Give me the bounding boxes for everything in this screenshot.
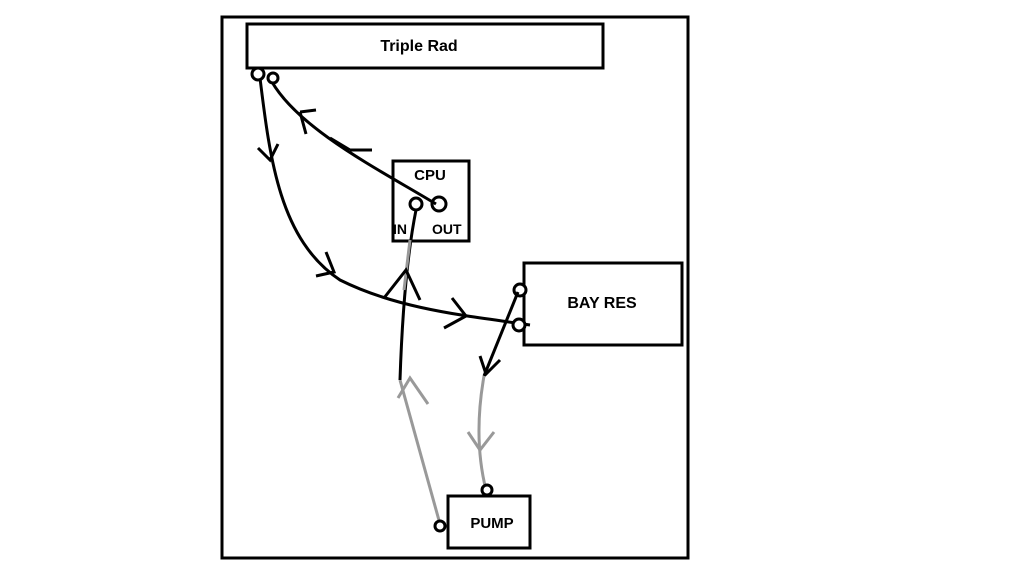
tube-pump-to-cpu-grey-top <box>402 239 412 291</box>
radiator-port-out <box>250 66 266 82</box>
radiator-box <box>245 22 605 70</box>
radiator-block: Triple Rad <box>245 22 605 70</box>
reservoir-port-bottom <box>511 317 527 333</box>
arrow-pump-to-cpu-1 <box>396 375 430 405</box>
cpu-in-port <box>408 196 424 212</box>
cpu-block: CPU IN OUT <box>391 159 471 243</box>
tube-pump-to-cpu-lower <box>398 379 442 525</box>
arrow-cpu-to-rad-2 <box>298 108 317 135</box>
arrow-pump-to-cpu-2 <box>382 267 422 301</box>
reservoir-box <box>522 261 684 347</box>
arrow-res-to-pump-1 <box>478 355 502 377</box>
arrow-cpu-to-rad-1 <box>329 136 372 152</box>
radiator-port-in <box>266 71 280 85</box>
tube-cpu-to-rad <box>270 81 437 206</box>
arrow-res-to-pump-2 <box>466 431 496 453</box>
pump-box <box>446 494 532 550</box>
pump-block: PUMP <box>446 494 532 550</box>
arrow-rad-to-res-1 <box>256 143 280 163</box>
reservoir-label: BAY RES <box>567 295 637 312</box>
pump-inlet-port <box>480 483 494 497</box>
cpu-label: CPU <box>414 167 446 184</box>
tube-rad-to-res <box>258 77 531 327</box>
cpu-out-label: OUT <box>432 221 462 237</box>
tube-res-to-pump-upper <box>482 291 520 377</box>
reservoir-block: BAY RES <box>522 261 684 347</box>
cpu-out-port <box>430 195 448 213</box>
cpu-in-label: IN <box>393 221 407 237</box>
pump-outlet-port <box>433 519 447 533</box>
arrow-rad-to-res-3 <box>443 297 469 330</box>
arrow-rad-to-res-2 <box>315 251 337 278</box>
case-outline <box>220 15 690 560</box>
tube-pump-to-cpu-upper <box>398 209 418 381</box>
radiator-label: Triple Rad <box>380 38 457 55</box>
pump-label: PUMP <box>470 515 513 532</box>
tube-res-to-pump-lower <box>477 375 488 491</box>
